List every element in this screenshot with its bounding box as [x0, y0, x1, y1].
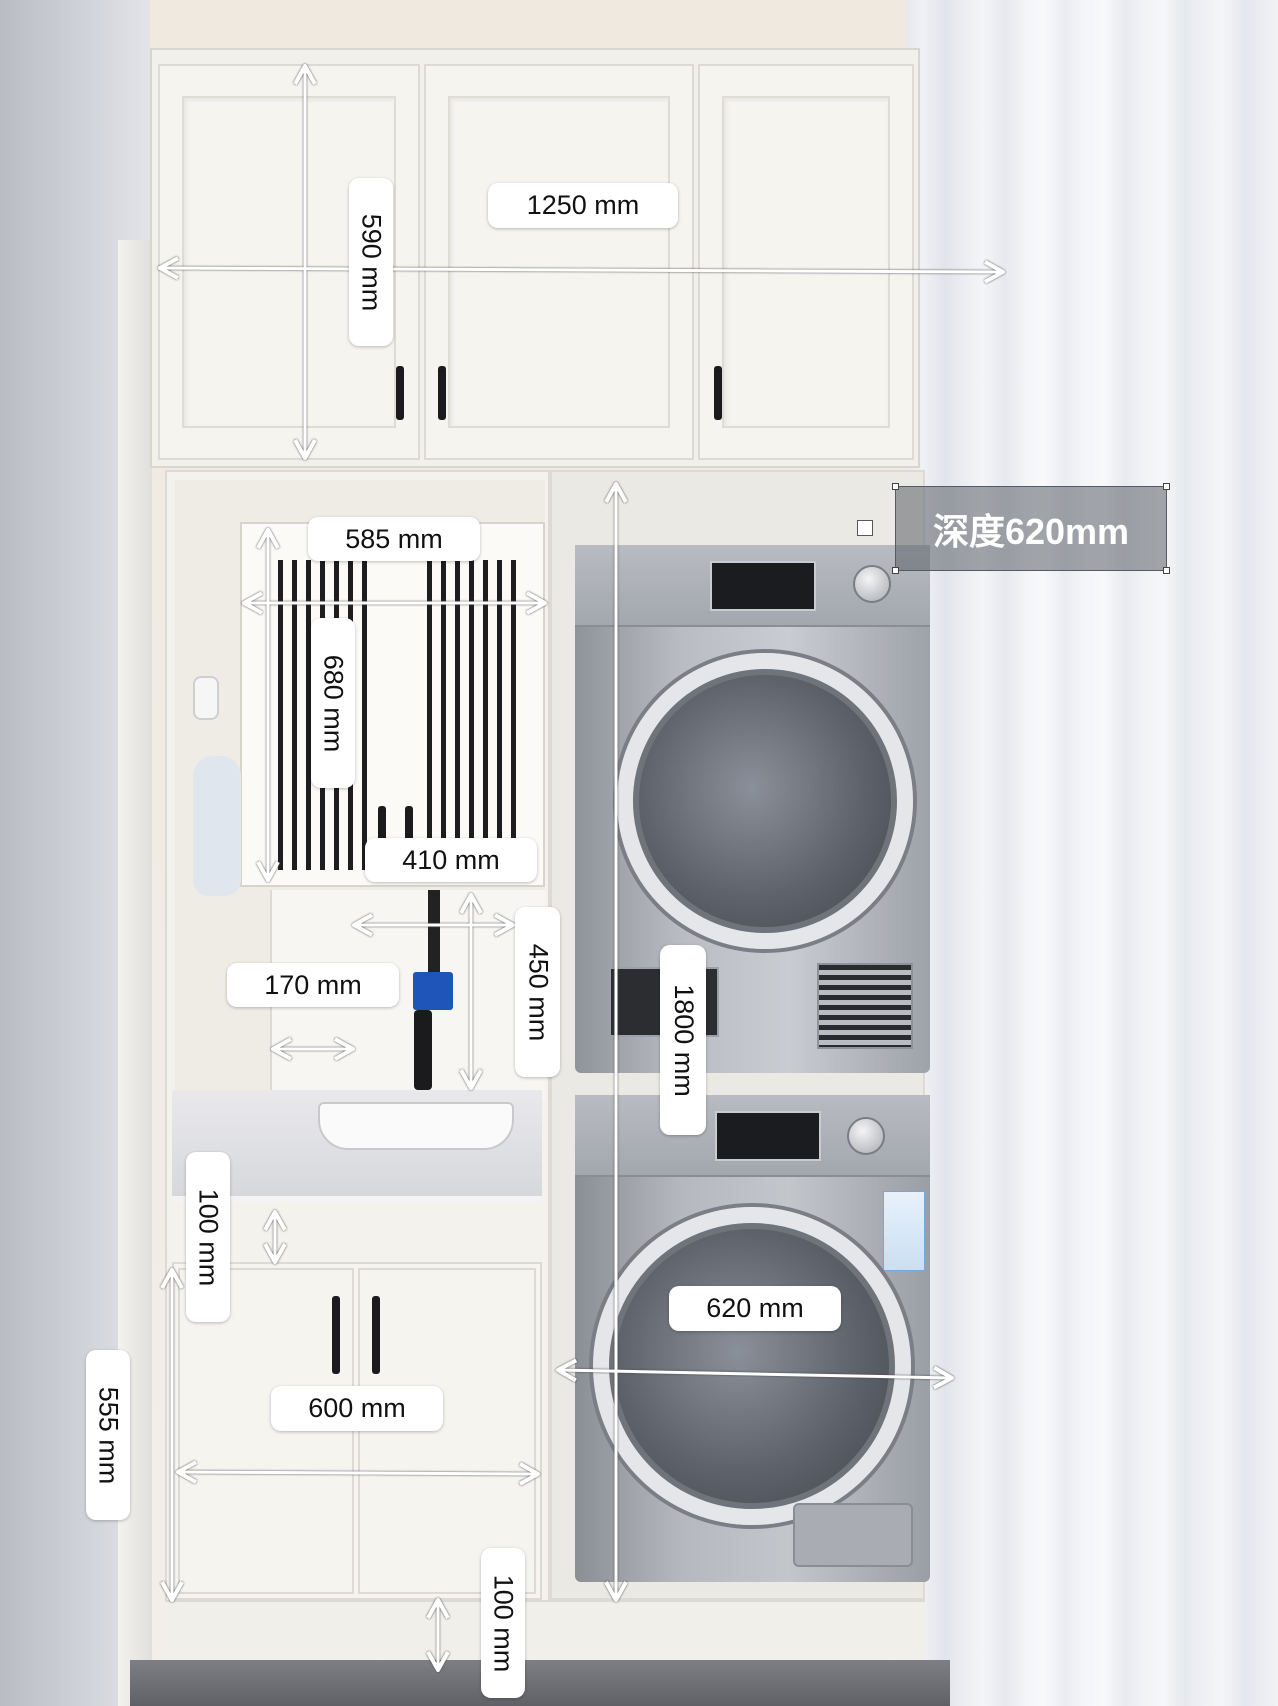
- washer-door: [593, 1207, 911, 1525]
- depth-callout: 深度620mm: [892, 483, 1170, 574]
- floor: [130, 1660, 950, 1706]
- label-plinth-height: 100 mm: [481, 1548, 525, 1698]
- filter-cover: [793, 1503, 913, 1567]
- energy-label-sticker: [883, 1191, 925, 1271]
- faucet: [414, 1010, 432, 1090]
- label-base-height: 555 mm: [86, 1350, 130, 1520]
- upper-cabinet-door-3: [698, 64, 914, 460]
- water-pipe: [428, 890, 440, 972]
- depth-callout-text: 深度620mm: [932, 510, 1130, 552]
- upper-cabinet: [150, 48, 920, 468]
- valve-box: [413, 972, 453, 1010]
- slat-panel-right: [427, 560, 519, 870]
- dryer-control-strip: [575, 545, 930, 627]
- washing-machine: [575, 1095, 930, 1582]
- label-appliance-width: 620 mm: [669, 1286, 841, 1331]
- label-counter-thickness: 100 mm: [186, 1152, 230, 1322]
- sheer-curtain: [905, 0, 1278, 1706]
- label-side-gap: 170 mm: [227, 963, 399, 1007]
- wall-hook: [193, 676, 219, 720]
- dryer-vent: [817, 963, 913, 1049]
- dryer: [575, 545, 930, 1073]
- cabinet-handle: [332, 1296, 340, 1374]
- label-upper-height: 590 mm: [349, 178, 393, 346]
- mirror-cabinet: [240, 522, 545, 887]
- cabinet-handle: [438, 366, 446, 420]
- cabinet-handle: [714, 366, 722, 420]
- dryer-knob: [853, 565, 891, 603]
- washer-control-strip: [575, 1095, 930, 1177]
- label-mirror-width: 585 mm: [308, 517, 480, 561]
- base-cabinet: [172, 1262, 542, 1600]
- cabinet-handle: [405, 806, 413, 848]
- label-base-width: 600 mm: [271, 1386, 443, 1431]
- cabinet-handle: [372, 1296, 380, 1374]
- dryer-door: [617, 653, 913, 949]
- sink-basin: [318, 1102, 514, 1150]
- washer-knob: [847, 1117, 885, 1155]
- label-upper-width: 1250 mm: [488, 183, 678, 228]
- dryer-display: [710, 561, 816, 611]
- cabinet-handle: [378, 806, 386, 848]
- label-niche-width: 410 mm: [365, 838, 537, 882]
- upper-cabinet-door-2: [424, 64, 694, 460]
- base-cabinet-door-right: [358, 1268, 536, 1594]
- label-mirror-height: 680 mm: [311, 618, 355, 788]
- cabinet-handle: [396, 366, 404, 420]
- plinth: [165, 1600, 925, 1660]
- callout-handle: [857, 520, 873, 536]
- label-stack-height: 1800 mm: [660, 945, 706, 1135]
- label-faucet-clearance: 450 mm: [515, 907, 560, 1077]
- base-cabinet-door-left: [178, 1268, 354, 1594]
- washer-display: [715, 1111, 821, 1161]
- hand-towel: [193, 756, 241, 896]
